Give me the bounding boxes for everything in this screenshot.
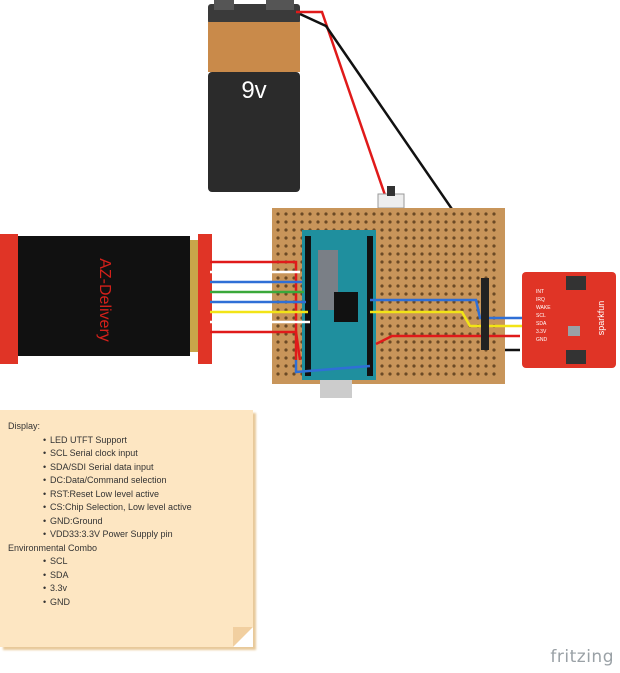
note-fold xyxy=(233,627,253,647)
arduino-board xyxy=(302,230,376,398)
env-item: GND xyxy=(43,596,192,610)
env-item: SCL xyxy=(43,555,192,569)
display-item: RST:Reset Low level active xyxy=(43,488,192,502)
sensor-pin-label: INT xyxy=(536,289,544,295)
tft-display: AZ-Delivery xyxy=(0,234,212,364)
display-item: SDA/SDI Serial data input xyxy=(43,461,192,475)
sensor-pin-label: 3.3V xyxy=(536,329,547,335)
display-item: SCL Serial clock input xyxy=(43,447,192,461)
env-item: SDA xyxy=(43,569,192,583)
battery-label: 9v xyxy=(241,77,266,104)
annotation-note: Display: LED UTFT Support SCL Serial clo… xyxy=(0,410,253,647)
env-title: Environmental Combo xyxy=(8,542,98,553)
tft-brand: AZ-Delivery xyxy=(96,258,113,342)
display-item: CS:Chip Selection, Low level active xyxy=(43,501,192,515)
sensor-brand: sparkfun xyxy=(596,301,606,336)
sensor-pin-label: WAKE xyxy=(536,305,551,311)
display-item: DC:Data/Command selection xyxy=(43,474,192,488)
sensor-wires xyxy=(294,298,528,374)
display-title: Display: xyxy=(8,421,41,431)
display-item: LED UTFT Support xyxy=(43,434,192,448)
env-items: SCL SDA 3.3v GND xyxy=(8,555,192,609)
note-body: Display: LED UTFT Support SCL Serial clo… xyxy=(8,420,192,609)
sensor-pin-label: SDA xyxy=(536,321,547,327)
display-items: LED UTFT Support SCL Serial clock input … xyxy=(8,434,192,542)
fritzing-watermark: fritzing xyxy=(550,647,614,667)
display-item: GND:Ground xyxy=(43,515,192,529)
env-item: 3.3v xyxy=(43,582,192,596)
sensor-pin-label: GND xyxy=(536,337,548,343)
display-wires xyxy=(210,260,310,361)
battery-red-wire xyxy=(296,10,388,199)
environmental-sensor: sparkfun xyxy=(522,272,616,368)
pin-header xyxy=(481,278,489,350)
sensor-pin-label: IRQ xyxy=(536,297,545,303)
sensor-pin-label: SCL xyxy=(536,313,546,319)
display-item: VDD33:3.3V Power Supply pin xyxy=(43,528,192,542)
battery-9v: 9v xyxy=(208,0,300,192)
